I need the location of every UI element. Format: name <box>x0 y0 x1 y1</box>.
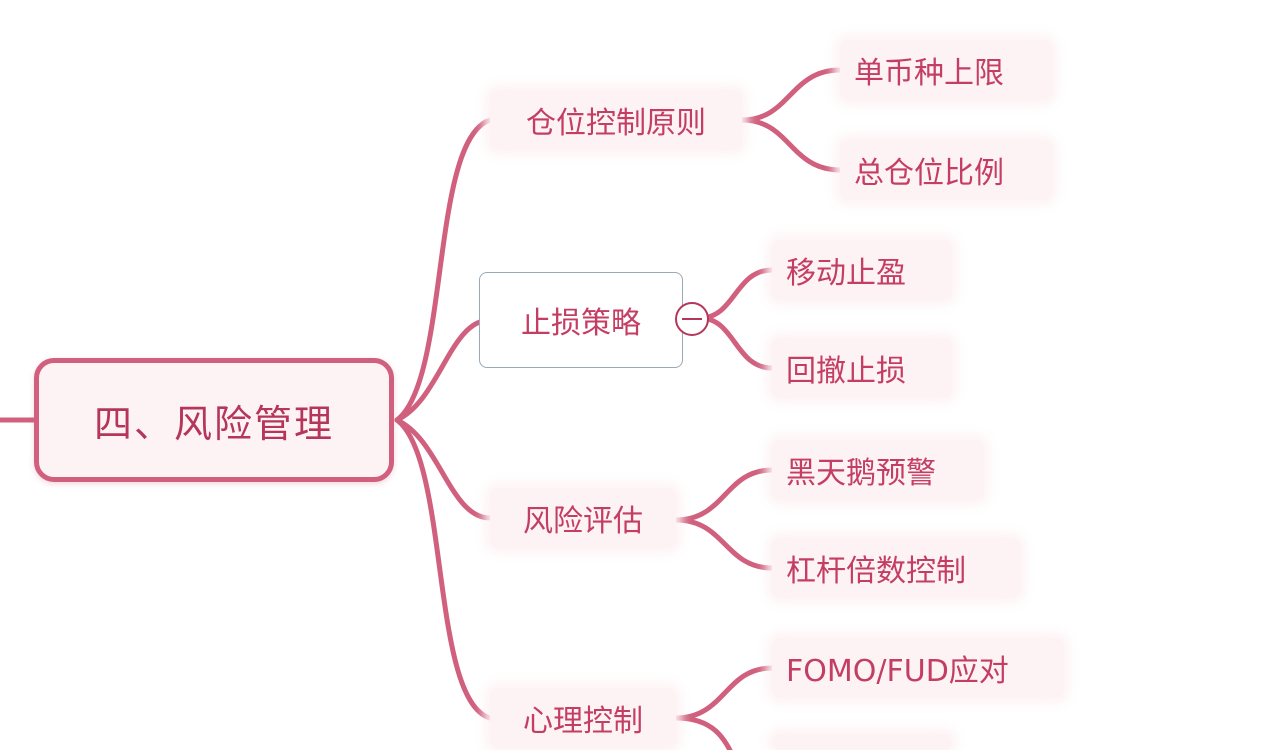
branch-node-label: 风险评估 <box>523 504 643 539</box>
connector-root-branch-2 <box>394 317 493 423</box>
connector-root-branch-1 <box>394 117 493 423</box>
leaf-node-label: 杠杆倍数控制 <box>786 554 966 589</box>
leaf-node-drawdown-stop-loss[interactable]: 回撤止损 <box>772 338 952 398</box>
branch-node-risk-assessment[interactable]: 风险评估 <box>490 488 676 548</box>
connector-branch-1-child-1 <box>739 67 843 123</box>
connector-branch-2-child-2 <box>697 315 775 371</box>
connector-root-branch-3 <box>394 417 493 521</box>
minus-circle-icon[interactable] <box>675 302 709 336</box>
connector-root-branch-4 <box>394 417 493 721</box>
leaf-node-label: 移动止盈 <box>786 256 906 291</box>
leaf-node-label: 总仓位比例 <box>854 156 1004 191</box>
connector-branch-1-child-2 <box>739 117 843 173</box>
root-node[interactable]: 四、风险管理 <box>34 358 394 482</box>
connector-branch-3-child-2 <box>673 517 775 571</box>
leaf-node-label: 单币种上限 <box>854 56 1004 91</box>
leaf-node-trailing-take-profit[interactable]: 移动止盈 <box>772 240 952 300</box>
leaf-node-single-coin-cap[interactable]: 单币种上限 <box>840 40 1052 100</box>
leaf-node-fomo-fud[interactable]: FOMO/FUD应对 <box>772 638 1064 698</box>
connector-branch-3-child-1 <box>673 467 775 523</box>
branch-node-label: 仓位控制原则 <box>526 106 706 141</box>
leaf-node-label: FOMO/FUD应对 <box>786 654 1009 689</box>
leaf-node-cut-off[interactable] <box>772 734 952 750</box>
leaf-node-total-position-ratio[interactable]: 总仓位比例 <box>840 140 1052 200</box>
leaf-node-black-swan-warning[interactable]: 黑天鹅预警 <box>772 440 984 500</box>
root-node-label: 四、风险管理 <box>93 401 334 446</box>
branch-node-label: 心理控制 <box>523 704 643 739</box>
connector-branch-2-child-1 <box>697 267 775 321</box>
branch-node-label: 止损策略 <box>521 306 641 341</box>
leaf-node-label: 黑天鹅预警 <box>786 456 936 491</box>
branch-node-position-control[interactable]: 仓位控制原则 <box>490 90 742 150</box>
leaf-node-leverage-control[interactable]: 杠杆倍数控制 <box>772 538 1020 598</box>
connector-branch-4-child-2 <box>673 715 733 750</box>
connector-branch-4-child-1 <box>673 665 775 721</box>
branch-node-psych-control[interactable]: 心理控制 <box>490 688 676 748</box>
leaf-node-label: 回撤止损 <box>786 354 906 389</box>
branch-node-stop-loss[interactable]: 止损策略 <box>479 272 683 368</box>
